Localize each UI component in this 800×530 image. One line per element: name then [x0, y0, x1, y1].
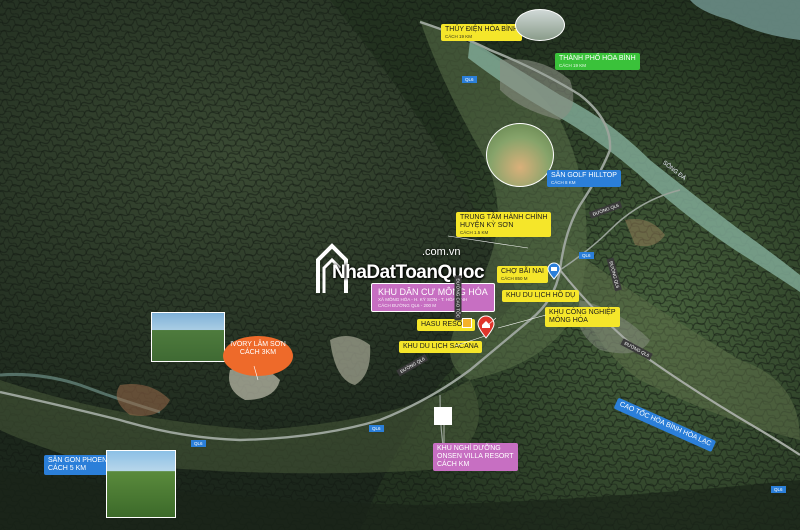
project-title: KHU DÂN CƯ MÔNG HÓA	[378, 287, 488, 297]
sacana-name: KHU DU LỊCH SACANA	[403, 343, 479, 350]
kcn-name2: MÔNG HÓA	[549, 317, 588, 325]
golf-photo	[486, 123, 554, 187]
road-shield-icon: QL6	[771, 486, 786, 493]
road-shield-icon: QL6	[191, 440, 206, 447]
market-icon[interactable]	[547, 262, 561, 280]
trung-tam-name: TRUNG TÂM HÀNH CHÍNH	[460, 214, 548, 221]
cho-bai-nai-dist: CÁCH 850 M	[501, 276, 528, 282]
thanh-pho-label[interactable]: THÀNH PHỐ HÒA BÌNH CÁCH 19 KM	[555, 53, 640, 71]
hotel-icon	[462, 318, 472, 328]
project-line1: XÃ MÔNG HÓA - H. KỲ SƠN - T. HÒA BÌNH	[378, 297, 468, 303]
onsen-icon	[434, 407, 452, 425]
thanh-pho-dist: CÁCH 19 KM	[559, 63, 587, 69]
ql6-highway	[0, 20, 612, 442]
onsen-label[interactable]: KHU NGHỈ DƯỠNG ONSEN VILLA RESORT CÁCH K…	[433, 443, 518, 472]
san-gon-photo	[106, 450, 176, 518]
trung-tam-label[interactable]: TRUNG TÂM HÀNH CHÍNH HUYỆN KỲ SƠN CÁCH 1…	[456, 212, 552, 238]
onsen-name: KHU NGHỈ DƯỠNG	[437, 445, 501, 452]
thuy-dien-dist: CÁCH 19 KM	[445, 34, 473, 40]
thuy-dien-name: THỦY ĐIỆN HÒA BÌNH	[445, 26, 518, 33]
onsen-name3: CÁCH KM	[437, 461, 470, 469]
road-shield-icon: QL6	[462, 76, 477, 83]
ivory-photo	[151, 312, 225, 362]
road-shield-icon: QL6	[369, 425, 384, 432]
home-pin-icon[interactable]	[477, 315, 495, 339]
hasu-label[interactable]: HASU RESORT	[417, 319, 476, 332]
thanh-pho-name: THÀNH PHỐ HÒA BÌNH	[559, 55, 636, 62]
brand-domain: .com.vn	[422, 246, 461, 258]
trung-tam-name2: HUYỆN KỲ SƠN	[460, 222, 514, 230]
logo-house-icon	[316, 243, 348, 293]
project-line2: CÁCH ĐƯỜNG QL6 - 200 M	[378, 302, 436, 308]
road-shield-icon: QL6	[579, 252, 594, 259]
thuy-dien-label[interactable]: THỦY ĐIỆN HÒA BÌNH CÁCH 19 KM	[441, 24, 522, 42]
thuy-dien-photo	[515, 9, 565, 41]
cho-bai-nai-name: CHỢ BÃI NAI	[501, 268, 544, 275]
cho-bai-nai-label[interactable]: CHỢ BÃI NAI CÁCH 850 M	[497, 266, 548, 284]
san-gon-name2: CÁCH 5 KM	[48, 465, 87, 473]
san-golf-label[interactable]: SÂN GOLF HILLTOP CÁCH 8 KM	[547, 170, 621, 188]
ivory-label[interactable]: IVORY LÂM SƠN CÁCH 3KM	[223, 336, 293, 376]
ivory-name: IVORY LÂM SƠN	[230, 341, 286, 348]
san-golf-name: SÂN GOLF HILLTOP	[551, 172, 617, 179]
san-gon-label[interactable]: SÂN GON PHOENIX CÁCH 5 KM	[44, 455, 118, 476]
trung-tam-dist: CÁCH 1.5 KM	[460, 230, 489, 236]
san-gon-name: SÂN GON PHOENIX	[48, 457, 114, 464]
khu-cong-nghiep-label[interactable]: KHU CÔNG NGHIỆP MÔNG HÓA	[545, 307, 620, 328]
hasu-name: HASU RESORT	[421, 321, 472, 328]
ivory-name2: CÁCH 3KM	[239, 349, 277, 357]
project-label[interactable]: KHU DÂN CƯ MÔNG HÓA XÃ MÔNG HÓA - H. KỲ …	[371, 283, 495, 312]
san-golf-dist: CÁCH 8 KM	[551, 180, 576, 186]
ho-du-name: KHU DU LỊCH HỒ DỤ	[506, 292, 576, 299]
kcn-name: KHU CÔNG NGHIỆP	[549, 309, 616, 316]
ho-du-label[interactable]: KHU DU LỊCH HỒ DỤ	[502, 290, 580, 303]
onsen-name2: ONSEN VILLA RESORT	[437, 453, 514, 461]
brand-name: NhaDatToanQuoc	[332, 262, 485, 283]
